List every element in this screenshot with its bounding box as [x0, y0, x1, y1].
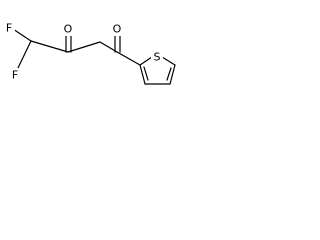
atom-sulfur: S [154, 51, 161, 64]
bond-c1-f-bottom [16, 40, 32, 71]
atom-label-layer: F F O O S [4, 21, 163, 82]
atom-fluorine-top: F [6, 22, 12, 35]
bond-ring-c3-c2 [139, 64, 146, 85]
molecule-structure-diagram: F F O O S [4, 21, 176, 85]
bond-c1-f-top [12, 28, 32, 42]
bond-ring-s-c5 [161, 56, 176, 66]
bond-ring-inner-right [166, 67, 172, 81]
bond-c4-thiophene [116, 51, 141, 66]
atom-oxygen-right: O [113, 23, 122, 36]
bond-c2-c3 [67, 41, 101, 53]
bond-ring-c5-c4 [169, 64, 176, 85]
bond-ring-inner-left [143, 66, 149, 81]
bond-c3-c4 [99, 41, 118, 53]
bond-c1-c2 [30, 40, 69, 53]
bond-layer [12, 28, 176, 85]
atom-fluorine-bottom: F [12, 69, 18, 82]
atom-oxygen-left: O [64, 23, 73, 36]
bond-ring-c2-s [139, 56, 153, 66]
